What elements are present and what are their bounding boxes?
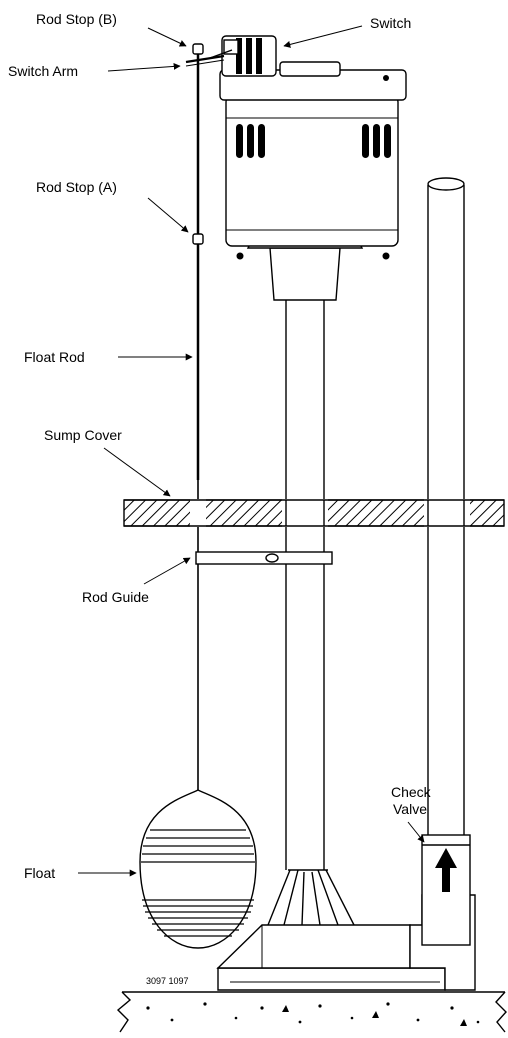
sump-cover [123,499,505,527]
label-rod-guide: Rod Guide [82,589,149,605]
callout-rod-guide: Rod Guide [82,557,191,605]
label-rod-stop-a: Rod Stop (A) [36,179,117,195]
label-float-rod: Float Rod [24,349,85,365]
float [139,789,257,949]
rod-guide [195,551,333,565]
rod-stop-b [192,43,204,55]
floor-slab [116,991,507,1033]
callout-sump-cover: Sump Cover [44,427,171,497]
label-sump-cover: Sump Cover [44,427,122,443]
flow-arrow-icon [435,848,457,892]
switch [209,35,277,77]
label-float: Float [24,865,55,881]
callout-switch: Switch [283,15,411,48]
label-switch-arm: Switch Arm [8,63,78,79]
callout-rod-stop-a: Rod Stop (A) [36,179,189,233]
switch-arm [185,54,225,67]
label-check-valve-line2: Valve [393,801,427,817]
callout-switch-arm: Switch Arm [8,62,181,79]
figure-code: 3097 1097 [146,976,189,986]
rod-stop-a [192,233,204,245]
callout-float: Float [24,865,137,881]
float-rod [192,43,204,790]
motor-housing [219,61,407,260]
callout-check-valve: Check Valve [391,784,432,843]
label-rod-stop-b: Rod Stop (B) [36,11,117,27]
label-check-valve-line1: Check [391,784,432,800]
callout-float-rod: Float Rod [24,349,193,365]
check-valve [409,834,476,991]
label-switch: Switch [370,15,411,31]
concrete-speckles [146,1002,480,1026]
pump-base [216,869,446,991]
callout-rod-stop-b: Rod Stop (B) [36,11,187,47]
